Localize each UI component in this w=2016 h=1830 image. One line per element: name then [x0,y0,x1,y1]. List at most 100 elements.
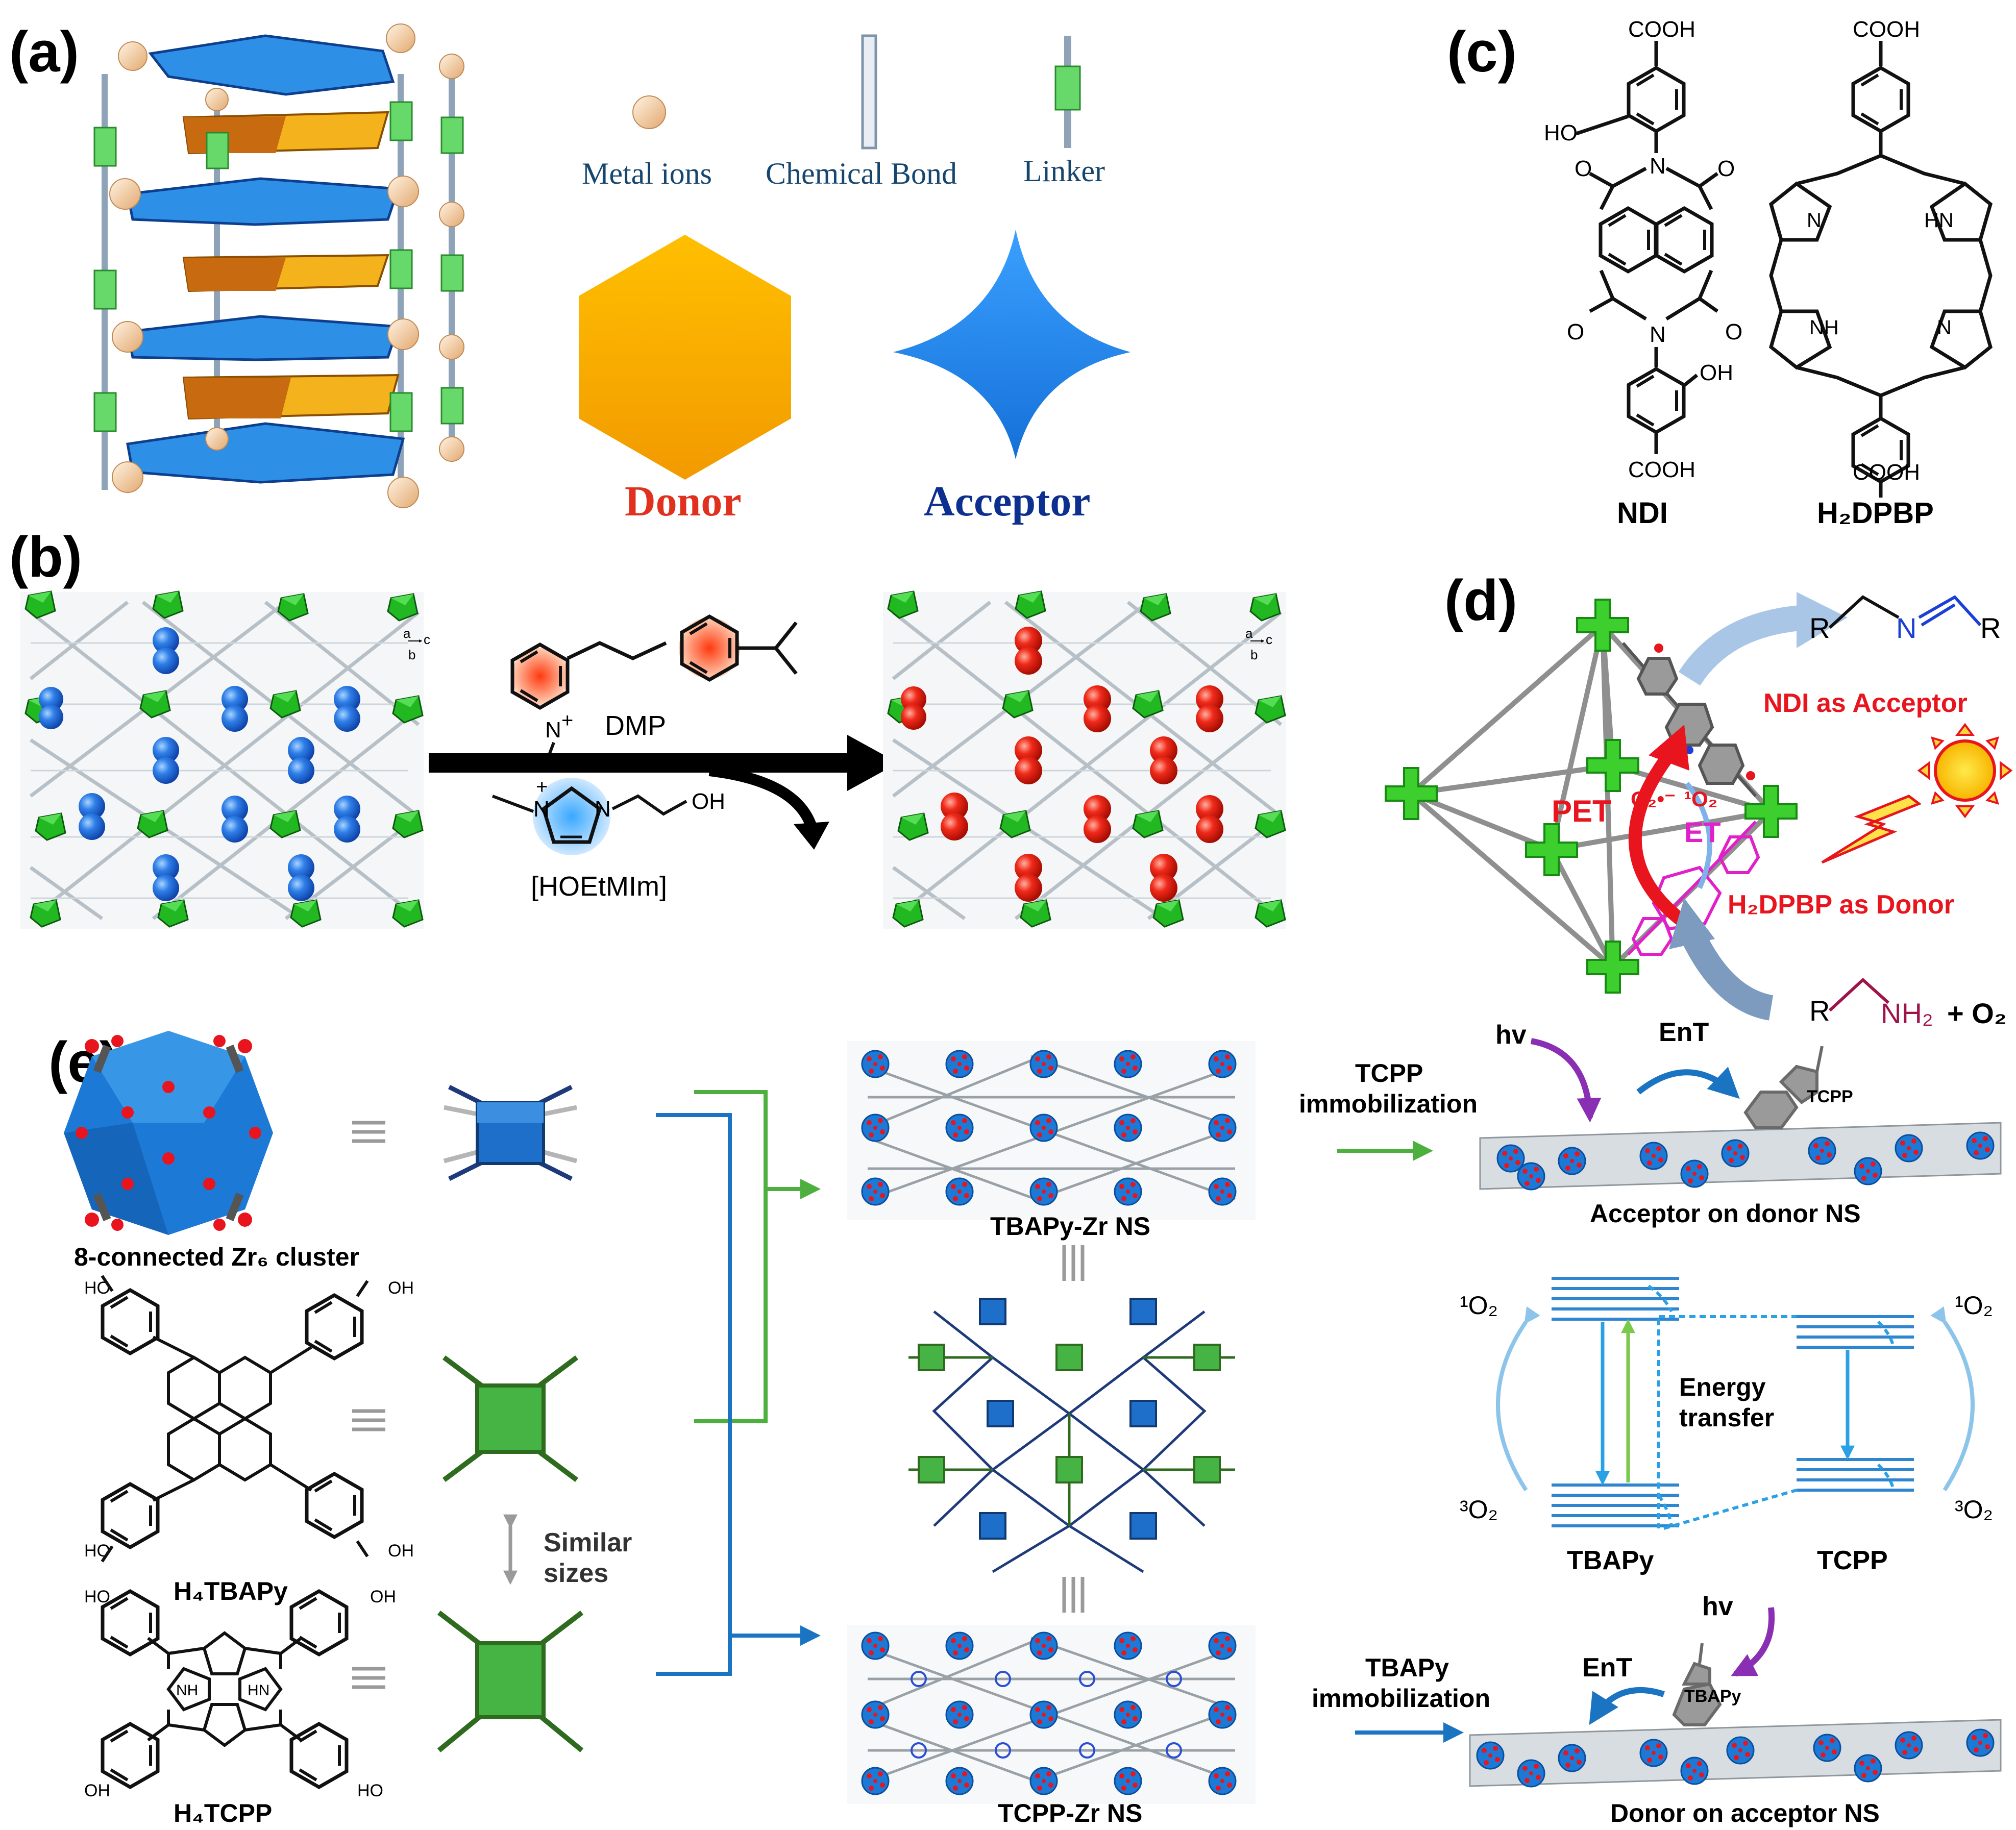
energy-singlet-left: ¹O₂ [1460,1291,1498,1320]
similar-sizes-2: sizes [544,1559,608,1588]
svg-text:HO: HO [357,1781,383,1800]
legend-metal-label: Metal ions [582,157,712,190]
legend-bond-label: Chemical Bond [766,157,957,190]
svg-text:O: O [1575,156,1592,181]
singlet-oxygen-label: ¹O₂ [1684,787,1717,811]
pet-label: PET [1552,794,1611,828]
svg-text:O: O [1567,319,1584,344]
ent-arrow-top [1636,1067,1740,1099]
tbapy-zr-nanosheet [847,1041,1256,1220]
ndi-acceptor-label: NDI as Acceptor [1763,688,1968,718]
dmp-label: DMP [605,710,666,741]
pet-arrow [1628,751,1693,932]
donor-on-acceptor-label: Donor on acceptor NS [1610,1799,1880,1827]
panel-a: (a) [9,20,1130,525]
acceptor-on-donor-sheet: TCPP hv EnT [1479,1018,2002,1191]
h2dpbp-name: H₂DPBP [1817,497,1934,530]
equivalence-symbols [352,1121,385,1689]
tcpp-node-icon [437,1611,584,1752]
h2dpbp-donor-label: H₂DPBP as Donor [1728,890,1954,920]
svg-text:OH: OH [84,1781,110,1800]
svg-text:HN: HN [248,1682,269,1699]
svg-text:N: N [1650,154,1666,179]
svg-text:b: b [1250,647,1258,662]
svg-text:HN: HN [1924,209,1954,232]
tcpp-immob-1: TCPP [1355,1059,1423,1087]
energy-tbapy-label: TBAPy [1567,1546,1654,1575]
zr6-cluster [64,1031,273,1235]
tcpp-tag: TCPP [1807,1087,1853,1106]
panel-e: (e) 8-connected Zr₆ cluster [48,1018,2002,1827]
svg-text:b: b [408,647,415,662]
axis-indicator-left: a c b [403,626,430,662]
legend-chemical-bond: Chemical Bond [766,34,957,190]
svg-text:a: a [403,626,411,641]
svg-text:R: R [1809,995,1830,1027]
svg-text:c: c [424,632,430,647]
tbapy-zr-ns-label: TBAPy-Zr NS [990,1212,1150,1241]
svg-text:R: R [1980,612,2001,644]
energy-diagram: ¹O₂ ³O₂ ¹O₂ ³O₂ Energy transfer TBAPy TC… [1460,1277,1993,1575]
donor-hexagon [579,235,791,480]
tbapy-tag: TBAPy [1684,1687,1741,1706]
svg-text:+: + [536,776,548,798]
lightning-icon [1821,795,1922,864]
legend-linker: Linker [1023,36,1105,188]
hv-arrow-bottom [1731,1607,1775,1677]
energy-singlet-right: ¹O₂ [1955,1291,1993,1320]
hydroxyl-label: OH [692,789,725,814]
svg-text:N: N [1937,316,1952,339]
tcpp-zr-ns-label: TCPP-Zr NS [998,1799,1142,1827]
h2dpbp-linker-model [1627,820,1760,956]
hv-label-top: hv [1495,1020,1527,1050]
metal-ion-icon [632,95,666,129]
svg-text:N: N [1807,209,1822,232]
et-label: ET [1684,816,1721,848]
ndi-name: NDI [1617,497,1668,530]
svg-text:R: R [1809,612,1830,644]
svg-text:N: N [1896,612,1916,644]
tbapy-node-icon [442,1355,578,1482]
imidazolium-n1: N [533,797,550,822]
tcpp-immob-2: immobilization [1299,1090,1478,1118]
h4tcpp-label: H₄TCPP [174,1799,272,1827]
sun-icon [1917,723,2013,819]
legend-metal-ions: Metal ions [582,95,712,190]
svg-text:+ O₂: + O₂ [1947,997,2007,1029]
synthesis-brackets [656,1090,821,1676]
ndi-structure: COOH HO N O O O O N OH COOH NDI [1544,17,1742,530]
ent-label-top: EnT [1659,1018,1709,1047]
svg-text:NH: NH [1809,316,1839,339]
hoetmim-label: [HOEtMIm] [531,871,667,902]
panel-d: (d) [1385,568,2013,1029]
pyridinium-n: N [545,718,561,743]
panel-d-label: (d) [1444,568,1517,632]
similar-sizes-1: Similar [544,1528,632,1557]
hv-arrow-top [1530,1038,1602,1123]
svg-text:O: O [1717,156,1735,181]
svg-text:HO: HO [1544,120,1578,145]
panel-a-label: (a) [9,20,79,84]
svg-text:NH₂: NH₂ [1881,997,1933,1029]
network-schematic [908,1298,1235,1573]
zr6-label: 8-connected Zr₆ cluster [74,1243,359,1271]
amine-substrate: R NH₂ + O₂ [1809,977,2007,1029]
h4tcpp-structure: HO OH OH HO NH HN [84,1587,396,1800]
zr-node-icon [443,1084,578,1181]
svg-text:OH: OH [388,1541,414,1561]
h4tbapy-structure: HO OH HO OH [84,1275,414,1563]
svg-text:c: c [1266,632,1272,647]
legend-linker-label: Linker [1023,154,1105,188]
energy-transfer-1: Energy [1679,1373,1766,1401]
svg-text:OH: OH [388,1278,414,1298]
energy-transfer-2: transfer [1679,1403,1774,1432]
donor-on-acceptor-sheet: TBAPy hv EnT [1469,1592,2002,1788]
energy-tcpp-label: TCPP [1817,1546,1888,1575]
reaction-center: N + DMP N + N OH [HOEtMIm] [429,616,898,902]
ent-arrow-bottom [1589,1687,1665,1725]
linker-icon [1054,65,1081,111]
acceptor-on-donor-label: Acceptor on donor NS [1590,1199,1861,1228]
superoxide-label: O₂•⁻ [1631,787,1676,811]
energy-triplet-right: ³O₂ [1955,1495,1993,1524]
